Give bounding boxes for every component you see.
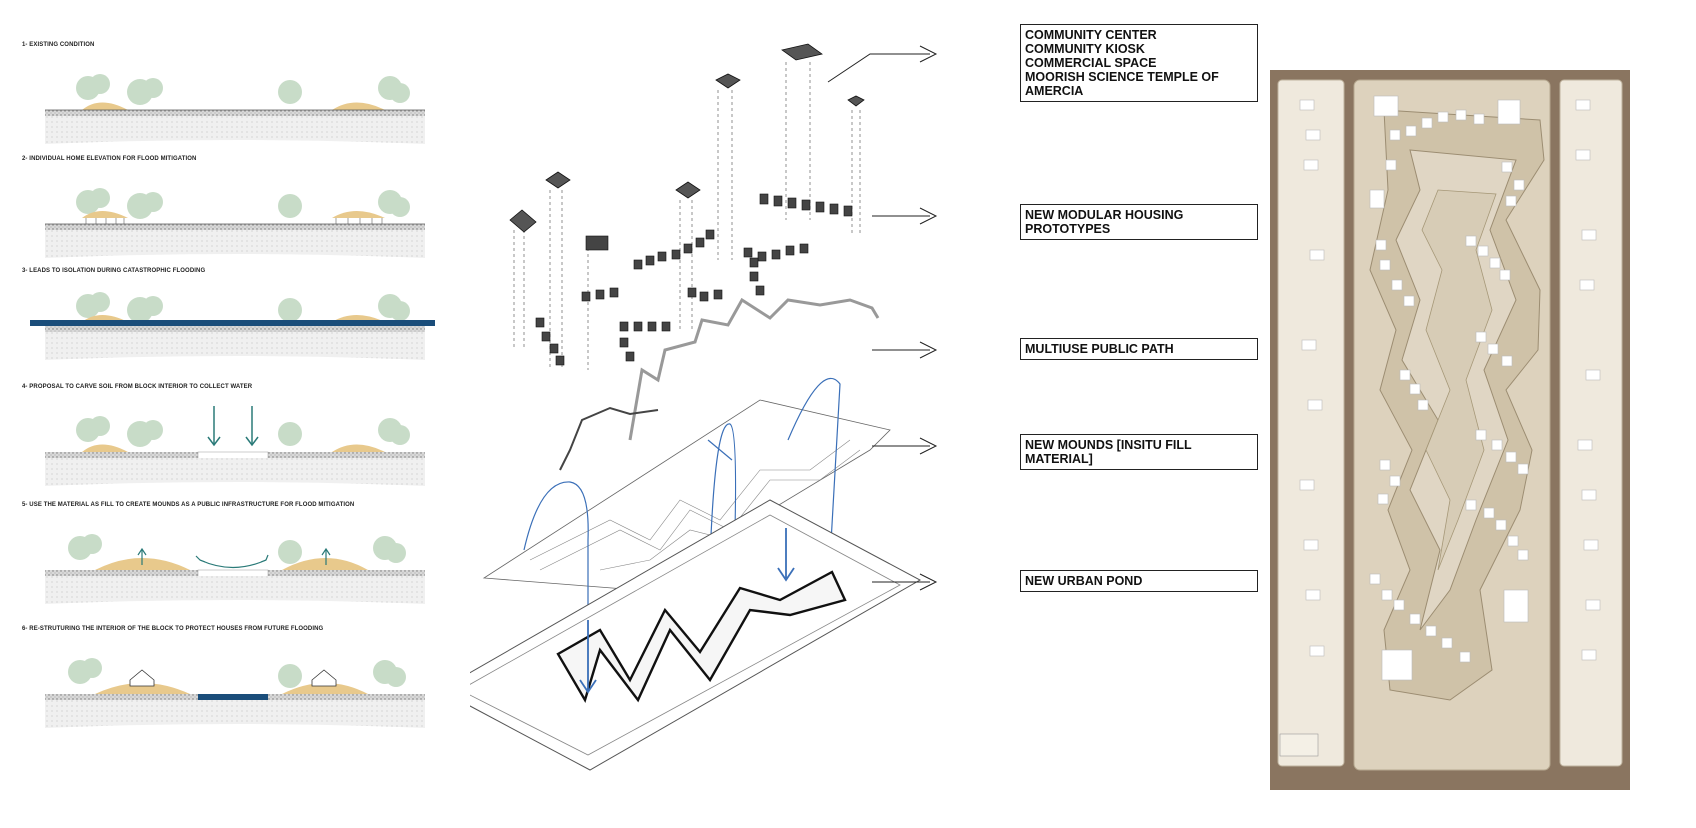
tree-icon [127, 296, 163, 323]
model-label-plate [1279, 733, 1319, 757]
callout-community-line: MOORISH SCIENCE TEMPLE OF AMERCIA [1025, 70, 1219, 98]
fill-mound [282, 558, 368, 570]
tree-icon [373, 536, 406, 563]
physical-model-photo [1270, 70, 1630, 790]
housing-cluster [535, 193, 853, 366]
callout-community-center: COMMUNITY CENTER COMMUNITY KIOSK COMMERC… [1020, 24, 1258, 102]
ground-layer [45, 110, 425, 116]
tree-icon [278, 540, 302, 564]
building-block [509, 43, 865, 233]
section-step-1: 1- EXISTING CONDITION [20, 42, 465, 162]
leader-lines [827, 45, 938, 591]
flood-water-line [30, 320, 435, 326]
callout-urban-pond: NEW URBAN POND [1020, 570, 1258, 592]
tree-icon [76, 292, 110, 318]
step-2-label: 2- INDIVIDUAL HOME ELEVATION FOR FLOOD M… [22, 156, 197, 162]
elevated-house [332, 211, 385, 218]
section-step-5: 5- USE THE MATERIAL AS FILL TO CREATE MO… [20, 502, 465, 622]
tree-icon [278, 194, 302, 218]
section-2-drawing [45, 188, 425, 258]
house-mound [332, 102, 385, 110]
tree-icon [68, 658, 102, 684]
tree-icon [278, 664, 302, 688]
tree-icon [278, 422, 302, 446]
mound-plate [482, 399, 891, 591]
tree-icon [76, 416, 110, 442]
pond-arrow-icon [579, 528, 795, 694]
pond-water [198, 694, 268, 702]
section-step-2: 2- INDIVIDUAL HOME ELEVATION FOR FLOOD M… [20, 156, 465, 276]
section-1-drawing [45, 74, 425, 144]
tree-icon [68, 534, 102, 560]
axonometric-drawing [470, 43, 938, 771]
step-1-label: 1- EXISTING CONDITION [22, 42, 95, 48]
tree-icon [378, 418, 410, 445]
section-diagram-column: 1- EXISTING CONDITION [0, 0, 480, 828]
house-outline [129, 669, 155, 687]
tree-icon [127, 192, 163, 219]
section-step-3: 3- LEADS TO ISOLATION DURING CATASTROPHI… [20, 268, 465, 388]
tree-icon [378, 294, 410, 321]
model-drawing [1270, 70, 1630, 790]
step-4-label: 4- PROPOSAL TO CARVE SOIL FROM BLOCK INT… [22, 384, 253, 390]
step-3-label: 3- LEADS TO ISOLATION DURING CATASTROPHI… [22, 268, 206, 274]
section-step-4: 4- PROPOSAL TO CARVE SOIL FROM BLOCK INT… [20, 384, 465, 504]
section-3-drawing [30, 292, 435, 360]
house-outline [311, 669, 337, 687]
model-house [1299, 95, 1601, 681]
down-arrow-icon [207, 406, 259, 447]
elevated-house [82, 211, 128, 218]
subsoil-layer [45, 116, 425, 144]
tree-icon [278, 298, 302, 322]
tree-icon [378, 76, 410, 103]
callout-community-line: COMMUNITY KIOSK [1025, 42, 1145, 56]
section-step-6: 6- RE-STRUTURING THE INTERIOR OF THE BLO… [20, 626, 465, 746]
section-5-drawing [45, 534, 425, 604]
house-mound [82, 102, 128, 110]
callout-community-line: COMMUNITY CENTER [1025, 28, 1157, 42]
step-5-label: 5- USE THE MATERIAL AS FILL TO CREATE MO… [22, 502, 355, 508]
step-6-label: 6- RE-STRUTURING THE INTERIOR OF THE BLO… [22, 626, 324, 632]
tree-icon [378, 190, 410, 217]
tree-icon [127, 78, 163, 105]
tree-icon [373, 660, 406, 687]
callout-community-line: COMMERCIAL SPACE [1025, 56, 1157, 70]
exploded-axonometric: COMMUNITY CENTER COMMUNITY KIOSK COMMERC… [470, 0, 1270, 828]
tree-icon [76, 74, 110, 100]
public-path-line [628, 297, 880, 441]
section-4-drawing [45, 406, 425, 486]
callout-public-path: MULTIUSE PUBLIC PATH [1020, 338, 1258, 360]
section-6-drawing [45, 658, 425, 728]
callout-mounds: NEW MOUNDS [INSITU FILL MATERIAL] [1020, 434, 1258, 470]
tree-icon [127, 420, 163, 447]
tree-icon [76, 188, 110, 214]
urban-pond-outline [556, 570, 847, 703]
tree-icon [278, 80, 302, 104]
callout-housing: NEW MODULAR HOUSING PROTOTYPES [1020, 204, 1258, 240]
pond-base-plate [470, 499, 922, 771]
redistribute-arrow-icon [137, 547, 331, 569]
